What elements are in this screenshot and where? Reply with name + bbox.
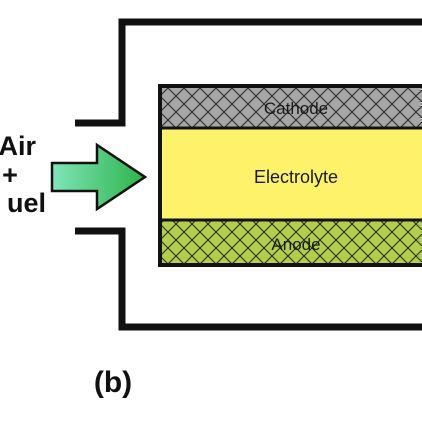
anode-hatch <box>160 220 422 265</box>
inlet-air-label: Air <box>0 131 36 161</box>
inlet-fuel-label: uel <box>7 188 46 218</box>
anode-label: Anode <box>271 235 320 254</box>
cathode-hatch <box>160 86 422 128</box>
panel-label: (b) <box>94 366 132 399</box>
electrolyte-layer <box>160 128 422 220</box>
right-arrow-icon <box>50 142 148 212</box>
chamber-housing <box>75 18 422 331</box>
inlet-plus-label: + <box>2 160 18 190</box>
cathode-label: Cathode <box>264 99 328 118</box>
cell-stack-outline <box>158 84 422 267</box>
electrolyte-label: Electrolyte <box>254 167 338 187</box>
